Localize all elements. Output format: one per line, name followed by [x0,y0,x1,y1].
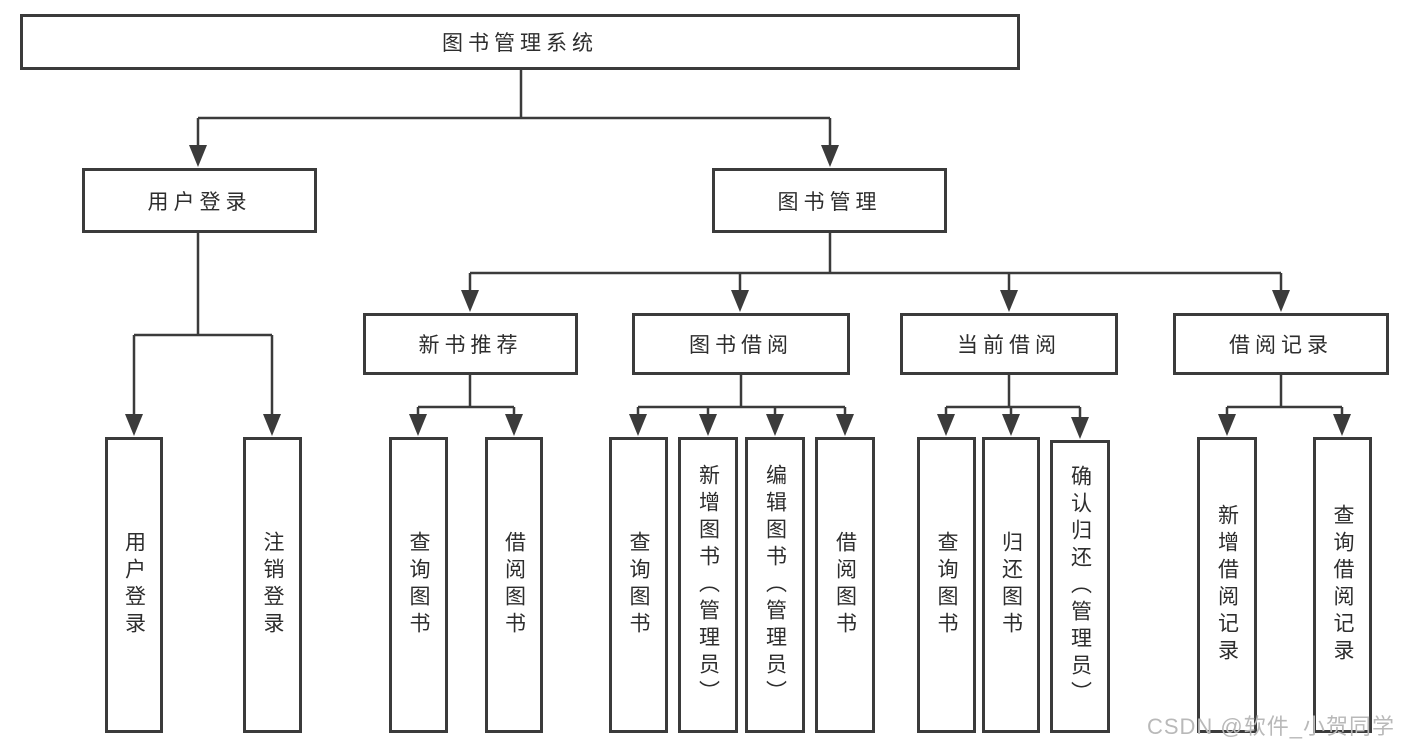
leaf-add-books-admin: 新增图书（管理员） [678,437,738,733]
leaf-logout-login: 注销登录 [243,437,302,733]
node-new-book-recommendation: 新书推荐 [363,313,578,375]
arrow-down-icon [263,414,281,436]
node-label: 借阅图书 [833,531,857,639]
arrow-down-icon [1333,414,1351,436]
arrow-down-icon [505,414,523,436]
arrow-down-icon [1000,290,1018,312]
connector-new-book-recommendation-children [416,375,516,418]
leaf-borrow-books-recommend: 借阅图书 [485,437,543,733]
arrow-down-icon [1002,414,1020,436]
leaf-return-books: 归还图书 [982,437,1040,733]
connector-root-to-level2 [196,70,832,147]
node-label: 新增图书（管理员） [696,463,720,707]
arrow-down-icon [1272,290,1290,312]
connector-current-borrowing-children [944,375,1082,420]
node-label: 新增借阅记录 [1215,504,1239,666]
arrow-down-icon [1218,414,1236,436]
node-label: 借阅记录 [1229,334,1333,357]
arrow-down-icon [766,414,784,436]
node-label: 图书管理 [777,190,882,214]
arrow-down-icon [821,145,839,167]
node-book-borrowing: 图书借阅 [632,313,850,375]
node-label: 用户登录 [122,531,146,639]
node-label: 用户登录 [147,190,252,214]
node-library-management-system: 图书管理系统 [20,14,1020,70]
connector-user-login-children [132,233,274,418]
arrow-down-icon [629,414,647,436]
node-label: 查询图书 [935,531,959,639]
connector-book-management-children [468,233,1283,294]
arrow-down-icon [836,414,854,436]
node-label: 查询借阅记录 [1331,504,1355,666]
arrow-down-icon [461,290,479,312]
leaf-query-books-recommend: 查询图书 [389,437,448,733]
node-label: 借阅图书 [502,531,526,639]
arrow-down-icon [699,414,717,436]
leaf-confirm-return-admin: 确认归还（管理员） [1050,440,1110,733]
leaf-borrow-books-borrowing: 借阅图书 [815,437,875,733]
node-current-borrowing: 当前借阅 [900,313,1118,375]
connector-borrowing-records-children [1225,375,1344,418]
leaf-edit-books-admin: 编辑图书（管理员） [745,437,805,733]
node-label: 图书管理系统 [442,32,598,55]
node-label: 确认归还（管理员） [1068,465,1092,708]
arrow-down-icon [937,414,955,436]
node-label: 查询图书 [627,531,651,639]
leaf-query-books-current: 查询图书 [917,437,976,733]
node-label: 图书借阅 [689,334,793,357]
node-user-login: 用户登录 [82,168,317,233]
arrow-down-icon [731,290,749,312]
node-label: 编辑图书（管理员） [763,463,787,707]
node-label: 当前借阅 [957,334,1061,357]
connector-book-borrowing-children [636,375,847,418]
watermark-text: CSDN @软件_小贺同学 [1146,714,1395,739]
arrow-down-icon [125,414,143,436]
node-label: 查询图书 [407,531,431,639]
leaf-user-login: 用户登录 [105,437,163,733]
leaf-query-borrow-record: 查询借阅记录 [1313,437,1372,733]
node-label: 新书推荐 [418,334,523,357]
arrow-down-icon [189,145,207,167]
node-label: 归还图书 [999,531,1023,639]
node-borrowing-records: 借阅记录 [1173,313,1389,375]
leaf-add-borrow-record: 新增借阅记录 [1197,437,1257,733]
arrow-down-icon [409,414,427,436]
leaf-query-books-borrowing: 查询图书 [609,437,668,733]
arrow-down-icon [1071,417,1089,439]
node-label: 注销登录 [261,531,285,639]
node-book-management: 图书管理 [712,168,947,233]
